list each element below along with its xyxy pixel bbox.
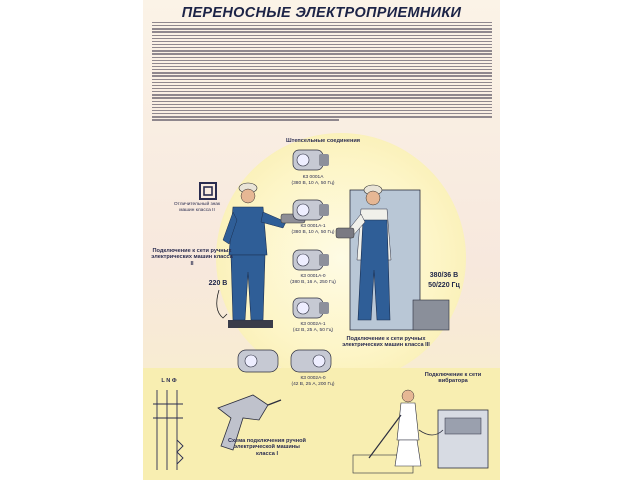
freq-50-220-label: 50/220 Гц <box>428 282 460 289</box>
body-text-line <box>152 81 492 83</box>
body-text-line <box>152 84 492 87</box>
connector-2-label: КЗ 0001А-1(380 В, 10 А, 50 Гц) <box>291 224 335 235</box>
body-text-line <box>152 69 492 71</box>
class3-caption: Подключение к сети ручных электрических … <box>342 336 430 349</box>
connector-1-icon <box>292 149 329 171</box>
body-text-line <box>152 119 339 121</box>
right-worker-figure <box>335 184 450 331</box>
poster-body-text <box>152 22 492 124</box>
body-text-line <box>152 40 492 43</box>
body-text-line <box>152 109 492 112</box>
poster-title: ПЕРЕНОСНЫЕ ЭЛЕКТРОПРИЕМНИКИ <box>181 5 462 21</box>
vibrator-worker-figure <box>352 389 489 474</box>
class2-double-square-icon <box>199 182 217 200</box>
illustration-layer <box>153 149 489 474</box>
connector-4-icon <box>292 297 329 319</box>
vibrator-caption: Подключение к сети вибратора <box>424 372 482 385</box>
body-text-line <box>152 31 492 33</box>
body-text-line <box>152 47 492 49</box>
connector-3-icon <box>292 249 329 271</box>
phase-labels: L N Ф <box>161 378 177 384</box>
connector-5-icon <box>237 349 332 373</box>
body-text-line <box>152 91 492 93</box>
body-text-line <box>152 37 492 39</box>
body-text-line <box>152 53 492 55</box>
class1-caption: Схема подключения ручной электрической м… <box>228 438 306 457</box>
body-text-line <box>152 65 492 68</box>
poster: ПЕРЕНОСНЫЕ ЭЛЕКТРОПРИЕМНИКИ <box>143 0 500 480</box>
voltage-220-label: 220 В <box>208 280 228 287</box>
body-text-line <box>152 28 492 30</box>
connector-4-label: КЗ 0002А-1(42 В, 25 А, 50 Гц) <box>292 322 334 333</box>
body-text-line <box>152 22 492 24</box>
connectors-heading: Штепсельные соединения <box>285 138 361 144</box>
connector-5-label: КЗ 0002А-0(42 В, 25 А, 200 Гц) <box>291 376 335 387</box>
body-text-line <box>152 87 492 90</box>
body-text-line <box>152 59 492 61</box>
body-text-line <box>152 72 492 74</box>
body-text-line <box>152 94 492 96</box>
body-text-line <box>152 100 492 102</box>
voltage-380-label: 380/36 В <box>429 272 459 279</box>
class2-symbol-label: Отличительный знак машин класса II <box>173 202 221 213</box>
left-worker-figure <box>216 182 316 328</box>
body-text-line <box>152 113 492 115</box>
drill-icon <box>217 394 282 451</box>
connector-2-icon <box>292 199 329 221</box>
body-text-line <box>152 116 492 118</box>
class2-caption: Подключение к сети ручных электрических … <box>151 248 233 267</box>
body-text-line <box>152 75 492 77</box>
body-text-line <box>152 78 492 80</box>
body-text-line <box>152 50 492 52</box>
body-text-line <box>152 25 492 27</box>
body-text-line <box>152 62 492 65</box>
body-text-line <box>152 34 492 36</box>
body-text-line <box>152 106 492 109</box>
body-text-line <box>152 56 492 58</box>
wiring-diagram-icon <box>153 390 184 470</box>
body-text-line <box>152 103 492 105</box>
body-text-line <box>152 43 492 46</box>
body-text-line <box>152 97 492 99</box>
connector-1-label: КЗ 0001А(380 В, 10 А, 50 Гц) <box>291 175 335 186</box>
connector-3-label: КЗ 0001А-0(380 В, 16 А, 250 Гц) <box>290 274 336 285</box>
